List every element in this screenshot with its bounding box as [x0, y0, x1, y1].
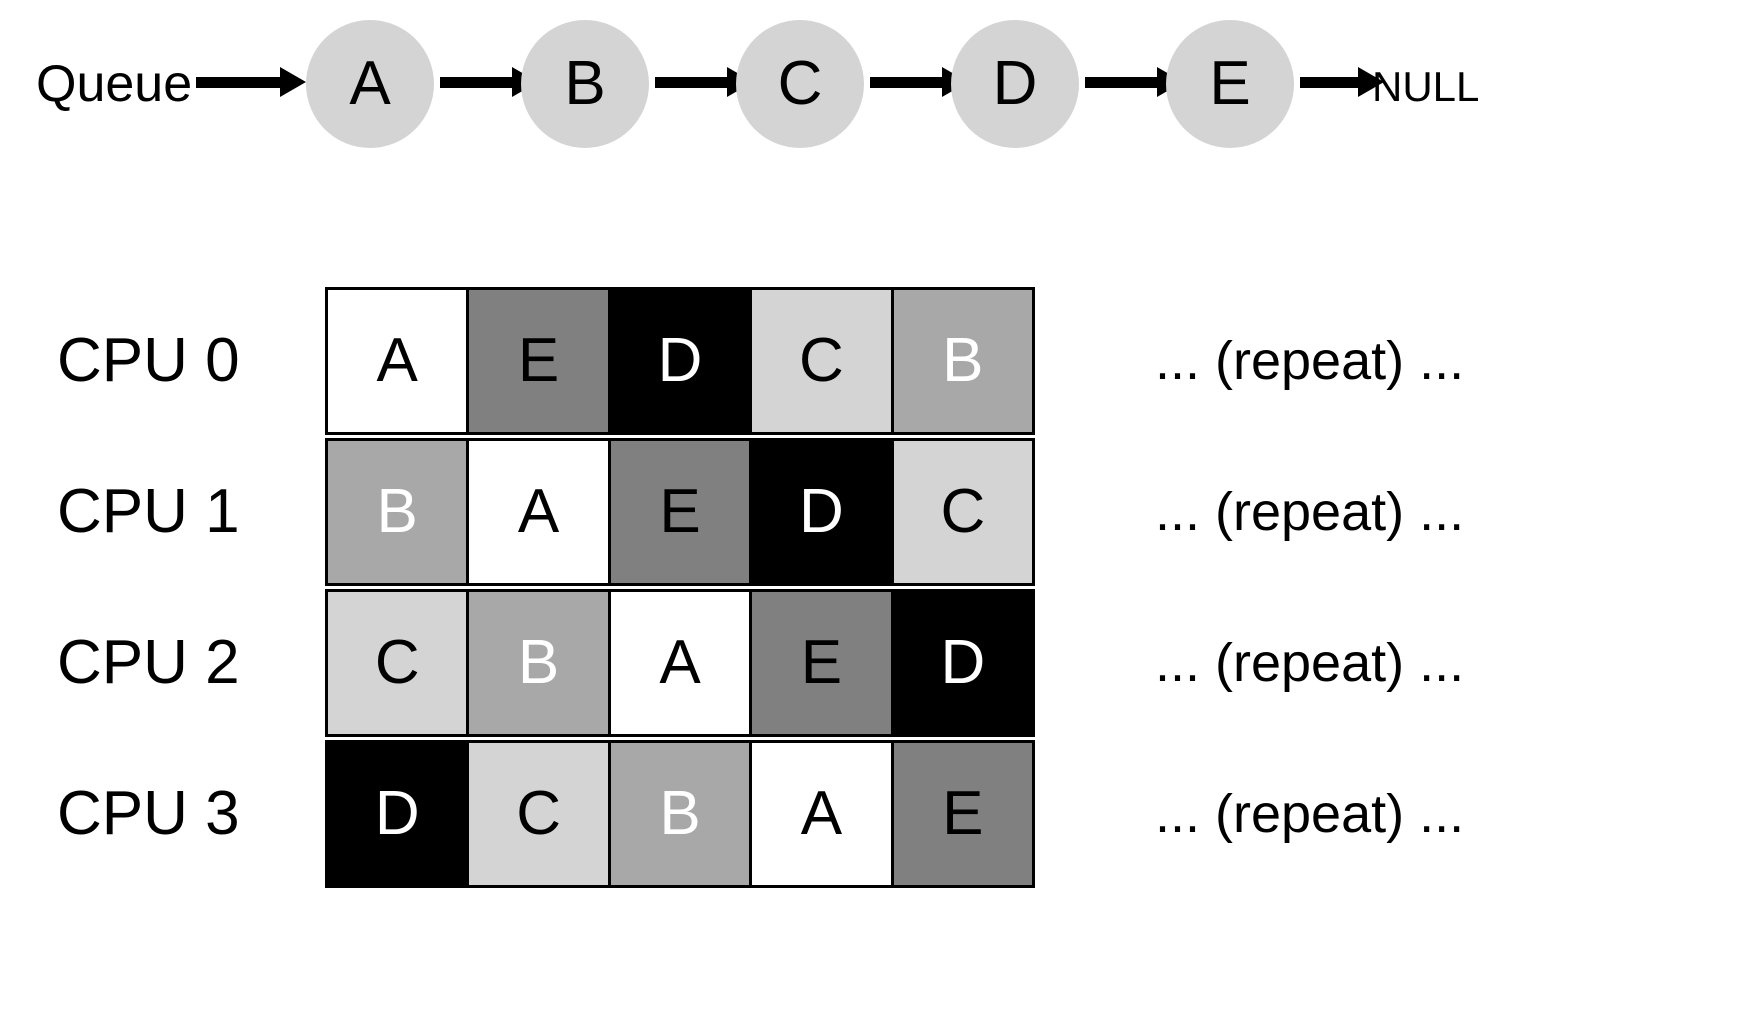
cpu-slot: D: [752, 441, 894, 583]
arrow-shaft: [440, 77, 512, 88]
cpu-slot-label: E: [800, 628, 843, 697]
cpu-slot: C: [328, 592, 470, 734]
queue-arrow-0: [196, 67, 306, 97]
arrow-shaft: [196, 77, 280, 88]
cpu-slot-label: A: [659, 628, 701, 697]
queue-label: Queue: [36, 55, 193, 113]
cpu-slot-label: B: [517, 628, 560, 697]
cpu-slot: A: [328, 290, 470, 432]
cpu-label-2: CPU 2: [57, 628, 240, 697]
cpu-timeline-1: B A E D C: [325, 438, 1035, 586]
queue-node-label: B: [564, 49, 606, 118]
cpu-label-1: CPU 1: [57, 477, 240, 546]
queue-node-b: B: [521, 20, 649, 148]
cpu-label-3: CPU 3: [57, 779, 240, 848]
cpu-slot-label: C: [516, 779, 561, 848]
cpu-slot-label: B: [376, 477, 418, 546]
cpu-slot-label: B: [659, 779, 701, 848]
cpu-slot: E: [752, 592, 894, 734]
arrow-shaft: [655, 77, 727, 88]
cpu-slot: B: [893, 290, 1033, 432]
cpu-slot-label: E: [659, 477, 701, 546]
arrow-shaft: [1300, 77, 1358, 88]
repeat-note-0: ... (repeat) ...: [1155, 331, 1465, 391]
cpu-slot: A: [469, 441, 611, 583]
cpu-slot-label: D: [657, 326, 703, 395]
repeat-note-1: ... (repeat) ...: [1155, 482, 1465, 542]
cpu-slot-label: E: [517, 326, 560, 395]
cpu-slot-label: C: [940, 477, 986, 546]
cpu-slot-label: A: [376, 326, 418, 395]
cpu-slot-label: C: [374, 628, 420, 697]
queue-node-label: C: [777, 49, 823, 118]
queue-node-label: D: [992, 49, 1038, 118]
arrow-head: [280, 67, 306, 97]
cpu-timeline-2: C B A E D: [325, 589, 1035, 737]
queue-node-e: E: [1166, 20, 1294, 148]
queue-arrow-5: [1300, 67, 1398, 97]
arrow-head: [1358, 67, 1384, 97]
cpu-row-0: CPU 0 A E D C B ... (repeat) ...: [0, 287, 1738, 435]
cpu-slot: A: [610, 592, 753, 734]
arrow-shaft: [1085, 77, 1157, 88]
cpu-row-1: CPU 1 B A E D C ... (repeat) ...: [0, 438, 1738, 586]
cpu-slot: C: [469, 743, 611, 885]
repeat-note-2: ... (repeat) ...: [1155, 633, 1465, 693]
cpu-timeline-0: A E D C B: [325, 287, 1035, 435]
queue-node-c: C: [736, 20, 864, 148]
cpu-slot: E: [893, 743, 1033, 885]
repeat-note-3: ... (repeat) ...: [1155, 784, 1465, 844]
cpu-slot: B: [469, 592, 611, 734]
cpu-slot: C: [752, 290, 894, 432]
queue-node-a: A: [306, 20, 434, 148]
cpu-timeline-3: D C B A E: [325, 740, 1035, 888]
cpu-row-2: CPU 2 C B A E D ... (repeat) ...: [0, 589, 1738, 737]
queue-node-label: A: [349, 49, 391, 118]
arrow-shaft: [870, 77, 942, 88]
queue-linked-list: Queue A B C D E NULL: [0, 0, 1738, 190]
cpu-slot: C: [893, 441, 1033, 583]
cpu-slot: E: [610, 441, 753, 583]
cpu-slot-label: E: [942, 779, 984, 848]
cpu-slot-label: D: [799, 477, 844, 546]
cpu-label-0: CPU 0: [57, 326, 240, 395]
cpu-slot: B: [328, 441, 470, 583]
cpu-slot: A: [752, 743, 894, 885]
cpu-slot-label: B: [942, 326, 984, 395]
cpu-slot-label: D: [940, 628, 986, 697]
cpu-slot: D: [610, 290, 753, 432]
cpu-slot: E: [469, 290, 611, 432]
cpu-slot: B: [610, 743, 753, 885]
cpu-slot: D: [893, 592, 1033, 734]
queue-node-d: D: [951, 20, 1079, 148]
queue-null-terminator: NULL: [1372, 63, 1480, 110]
cpu-row-3: CPU 3 D C B A E ... (repeat) ...: [0, 740, 1738, 888]
cpu-slot-label: A: [800, 779, 843, 848]
cpu-slot-label: D: [374, 779, 420, 848]
queue-node-label: E: [1209, 49, 1251, 118]
cpu-slot-label: A: [517, 477, 560, 546]
cpu-slot: D: [328, 743, 470, 885]
cpu-slot-label: C: [799, 326, 844, 395]
